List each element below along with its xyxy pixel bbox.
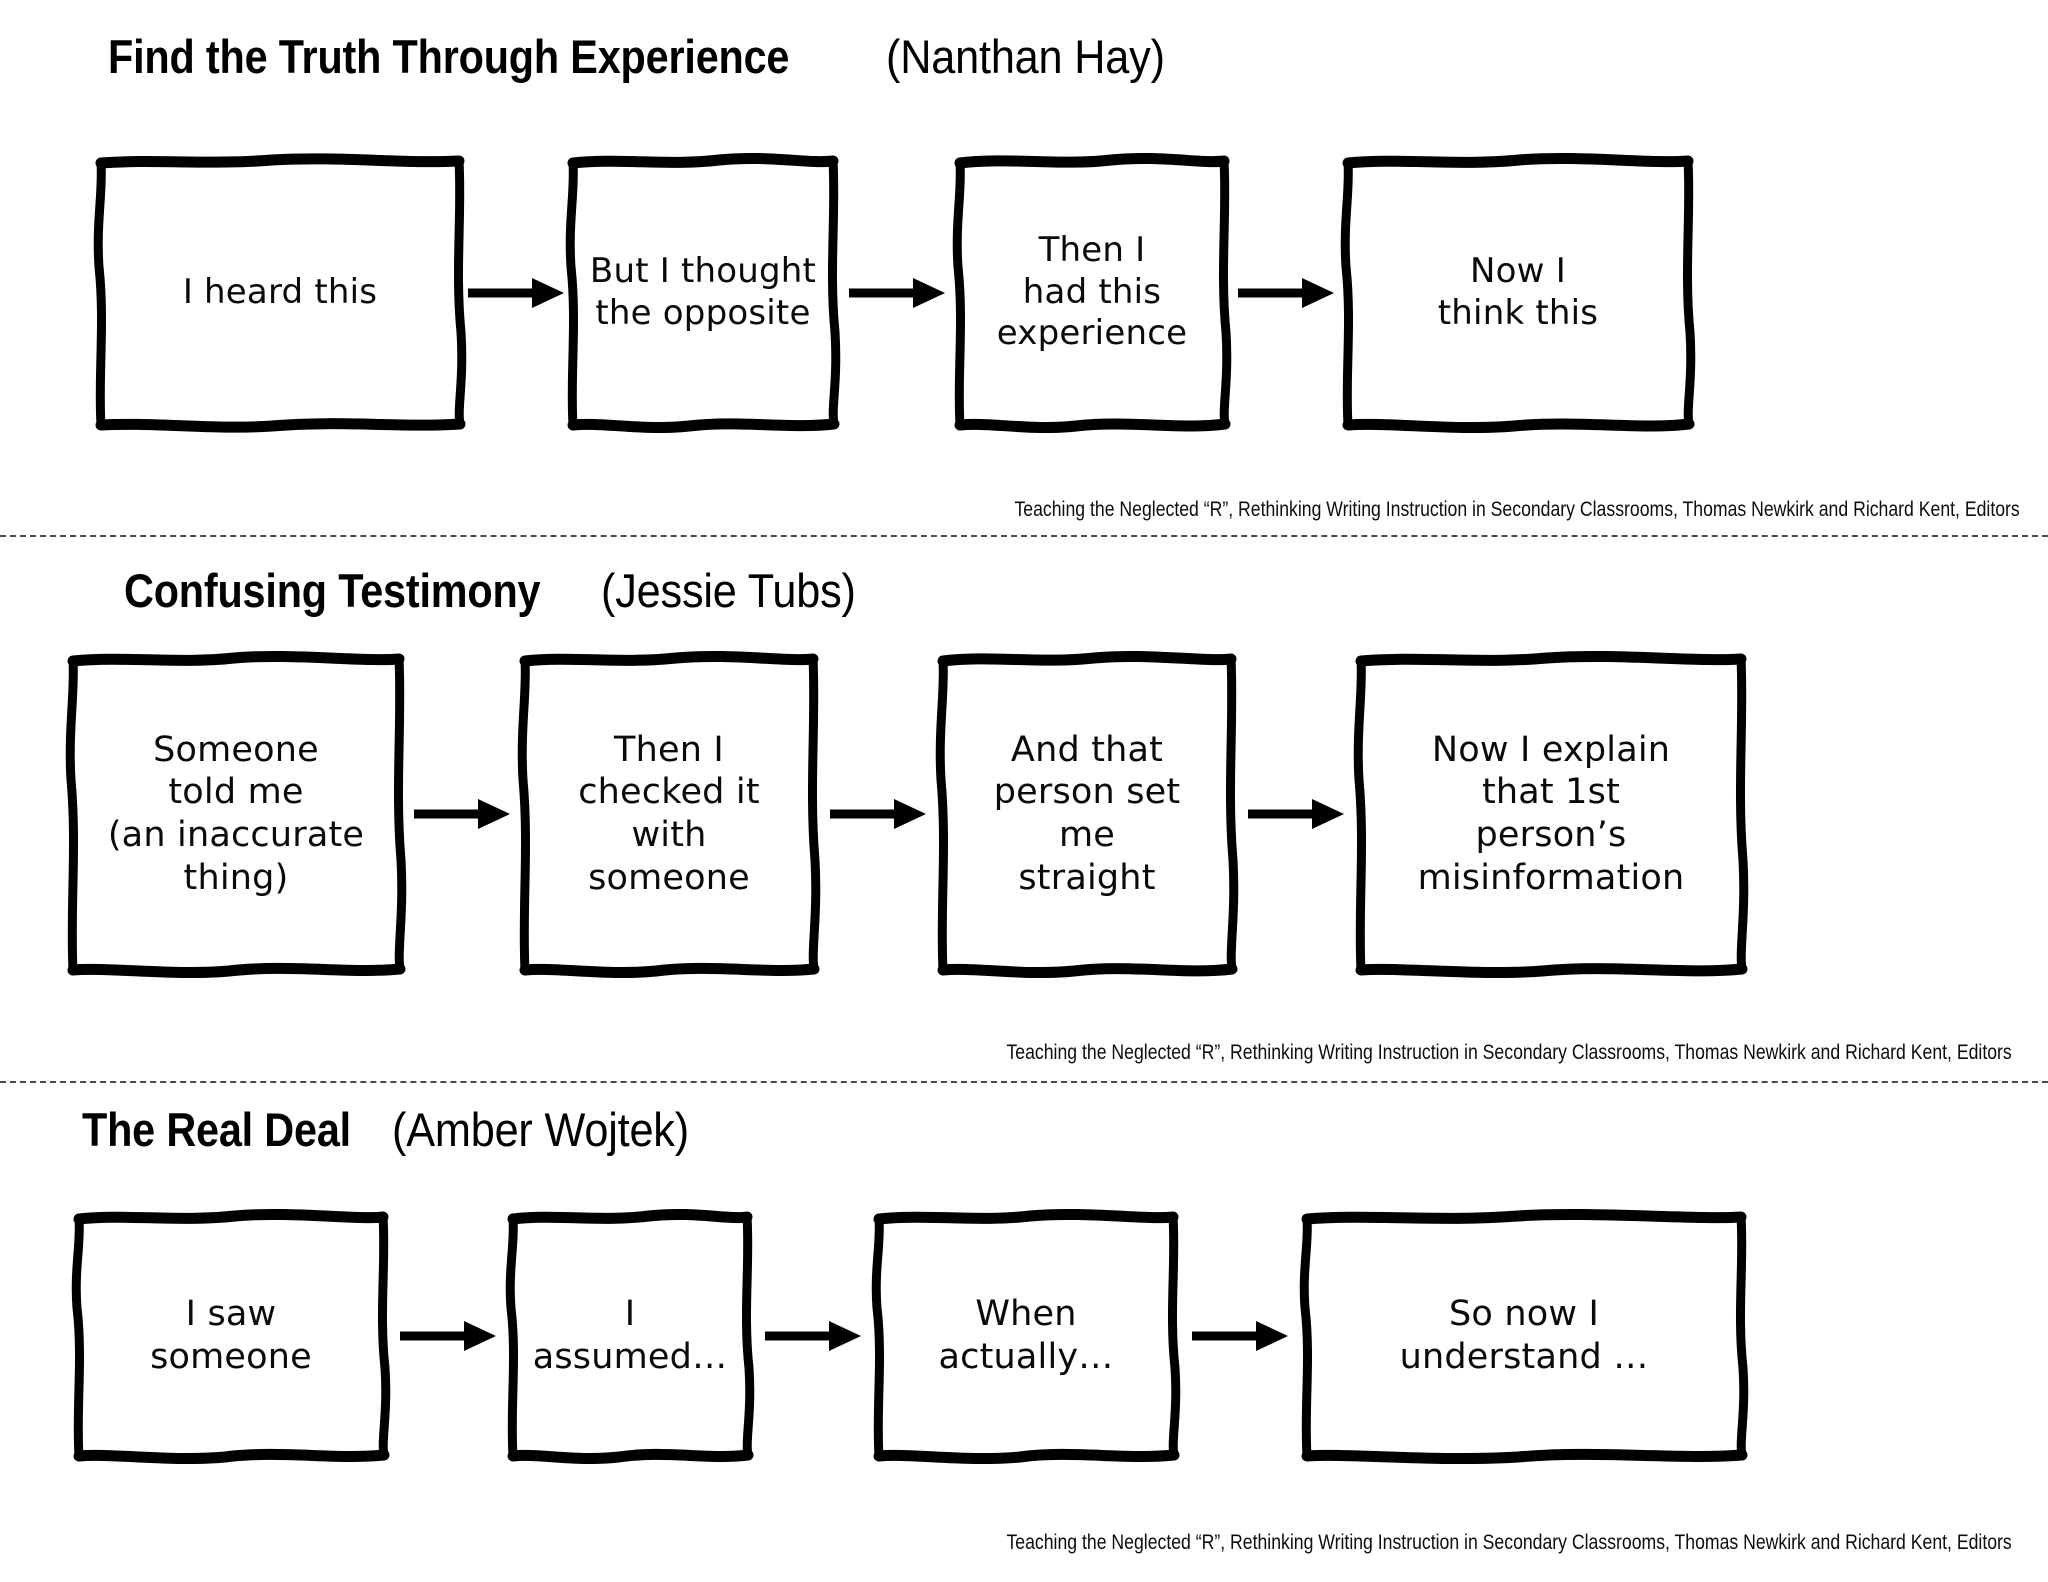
flow-node[interactable]: Then I checked it with someone [517, 650, 821, 978]
flow-node[interactable]: I saw someone [71, 1208, 391, 1464]
section-3-citation: Teaching the Neglected “R”, Rethinking W… [1006, 1531, 2012, 1554]
flow-node-label: Now I think this [1437, 251, 1599, 333]
flow-node-label: I assumed… [532, 1294, 728, 1377]
flow-node[interactable]: When actually… [871, 1208, 1181, 1464]
flow-node-label: Someone told me (an inaccurate thing) [107, 729, 365, 898]
flow-node-label: I heard this [182, 271, 378, 312]
flow-node[interactable]: So now I understand … [1299, 1208, 1749, 1464]
section-1-author: (Nanthan Hay) [886, 30, 1165, 83]
section-2-author: (Jessie Tubs) [601, 564, 856, 617]
section-the-real-deal: The Real Deal (Amber Wojtek) I saw someon… [0, 1082, 2048, 1582]
arrow-right-icon [1238, 277, 1334, 308]
flow-node[interactable]: Someone told me (an inaccurate thing) [65, 650, 407, 978]
arrow-connector [1232, 799, 1360, 829]
section-3-author: (Amber Wojtek) [391, 1103, 689, 1156]
flow-node-label: Now I explain that 1st person’s misinfor… [1417, 729, 1685, 898]
section-2-flow: Someone told me (an inaccurate thing) Th… [65, 650, 1749, 978]
flow-node[interactable]: Now I think this [1340, 152, 1696, 433]
section-2-title: Confusing Testimony (Jessie Tubs) [124, 567, 878, 614]
arrow-right-icon [1192, 1321, 1288, 1351]
flow-node[interactable]: I assumed… [505, 1208, 755, 1464]
section-1-title-text: Find the Truth Through Experience [108, 30, 790, 83]
arrow-connector [814, 799, 942, 829]
flow-node-label: And that person set me straight [993, 729, 1181, 898]
arrow-connector [460, 277, 572, 308]
arrow-connector [1174, 1321, 1306, 1351]
flow-node[interactable]: Then I had this experience [952, 153, 1232, 433]
section-1-title: Find the Truth Through Experience (Nantha… [108, 33, 1189, 80]
section-find-the-truth-through-experience: Find the Truth Through Experience (Nantha… [0, 0, 2048, 537]
section-2-citation: Teaching the Neglected “R”, Rethinking W… [1006, 1041, 2012, 1064]
section-1-citation: Teaching the Neglected “R”, Rethinking W… [1014, 498, 2020, 521]
arrow-right-icon [830, 799, 926, 829]
flow-node[interactable]: Now I explain that 1st person’s misinfor… [1353, 650, 1749, 978]
arrow-right-icon [400, 1321, 496, 1351]
arrow-connector [748, 1321, 878, 1351]
section-3-flow: I saw someone I assumed… [71, 1208, 1749, 1464]
arrow-right-icon [765, 1321, 861, 1351]
arrow-connector [834, 277, 959, 308]
flow-node[interactable]: And that person set me straight [935, 650, 1239, 978]
flow-node-label: Then I had this experience [996, 230, 1188, 354]
flow-node-label: Then I checked it with someone [578, 729, 760, 898]
arrow-connector [384, 1321, 512, 1351]
section-divider [0, 535, 2048, 537]
arrow-connector [400, 799, 524, 829]
flow-node[interactable]: But I thought the opposite [565, 153, 841, 433]
section-confusing-testimony: Confusing Testimony (Jessie Tubs) Someone… [0, 536, 2048, 1083]
section-divider [0, 1081, 2048, 1083]
section-1-flow: I heard this But I thought the opposite [93, 152, 1696, 433]
flow-node-label: I saw someone [150, 1294, 312, 1377]
flow-node[interactable]: I heard this [93, 153, 467, 433]
section-3-title: The Real Deal (Amber Wojtek) [82, 1106, 714, 1153]
arrow-right-icon [848, 277, 945, 308]
section-3-title-text: The Real Deal [82, 1103, 351, 1156]
flow-node-label: When actually… [938, 1294, 1114, 1377]
arrow-right-icon [1248, 799, 1344, 829]
section-2-title-text: Confusing Testimony [124, 564, 541, 617]
flow-node-label: But I thought the opposite [589, 251, 817, 333]
arrow-right-icon [468, 277, 564, 308]
arrow-connector [1225, 277, 1347, 308]
flow-node-label: So now I understand … [1399, 1294, 1649, 1377]
arrow-right-icon [414, 799, 510, 829]
